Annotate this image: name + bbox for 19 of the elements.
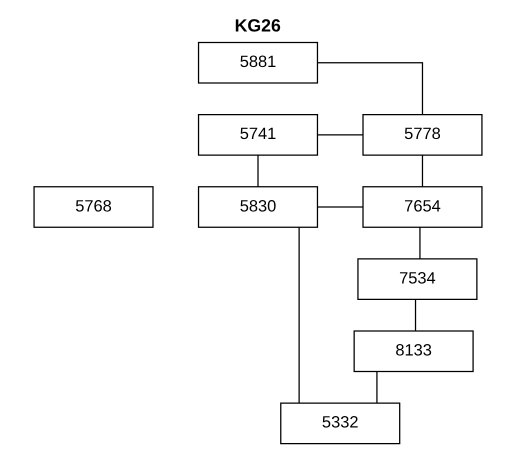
node-box: 5768 [32,186,154,228]
connector [317,134,362,136]
connector [317,62,423,114]
node-box: 8133 [353,330,474,372]
node-box: 7534 [356,258,478,300]
node-box: 5830 [197,186,318,228]
node-box: 7654 [362,186,482,228]
connector [256,155,258,187]
diagram-title: KG26 [234,15,280,36]
connector [376,372,378,404]
node-box: 5741 [197,114,318,156]
node-box: 5778 [362,114,482,156]
connector [421,155,423,187]
connector [414,300,416,331]
node-box: 5881 [197,42,318,84]
connector [298,227,300,403]
node-box: 5332 [280,402,400,444]
connector [317,206,362,208]
connector [418,227,420,259]
